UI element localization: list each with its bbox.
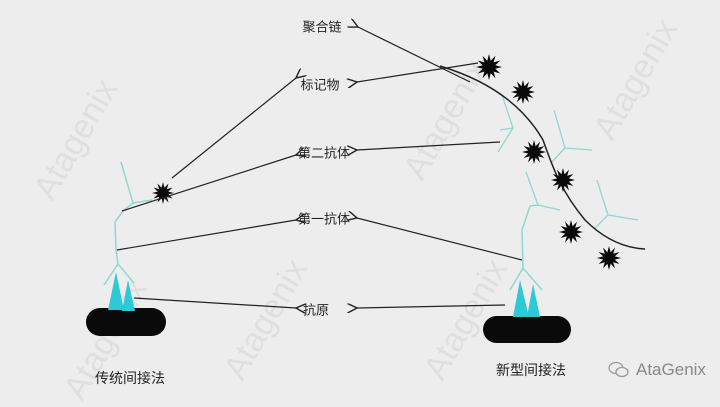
arrow-polymer-chain: [358, 27, 471, 83]
polymer-chain: [439, 65, 646, 250]
arrow-primary-right: [357, 218, 523, 261]
solid-support-right: [483, 316, 571, 343]
arrow-secondary-right: [357, 141, 501, 150]
antigen-left: [108, 272, 124, 310]
brand-logo: AtaGenix: [608, 360, 706, 380]
markers: [152, 54, 621, 270]
caption-traditional: 传统间接法: [95, 371, 165, 387]
arrow-antigen-right: [357, 305, 506, 308]
label-polymer-chain: 聚合链: [302, 20, 342, 36]
arrow-marker-left: [171, 78, 296, 179]
arrow-marker-right: [357, 62, 479, 82]
wechat-icon: [608, 361, 629, 378]
arrow-secondary-left: [121, 155, 296, 212]
secondary-antibodies-right: [497, 94, 639, 229]
arrow-primary-left: [116, 220, 296, 251]
antigen-right: [527, 284, 540, 317]
logo-text: AtaGenix: [636, 360, 706, 379]
label-antigen: 抗原: [302, 303, 330, 319]
antigen-left: [122, 280, 135, 311]
antigen-right: [513, 280, 529, 317]
solid-support-left: [86, 308, 166, 336]
caption-novel: 新型间接法: [496, 363, 566, 379]
marker-star-icon: [551, 168, 575, 192]
marker-star-icon: [559, 220, 583, 244]
marker-star-icon: [476, 54, 502, 80]
label-secondary-antibody: 第二抗体: [297, 146, 351, 162]
marker-star-icon: [152, 182, 174, 204]
marker-star-icon: [522, 140, 546, 164]
label-primary-antibody: 第一抗体: [297, 212, 351, 228]
primary-antibody-left: [103, 210, 135, 286]
marker-star-icon: [597, 246, 621, 270]
label-marker: 标记物: [300, 78, 340, 94]
secondary-antibody-left: [120, 161, 153, 212]
arrow-antigen-left: [133, 297, 296, 308]
marker-star-icon: [511, 80, 535, 104]
primary-antibody-right: [509, 204, 543, 291]
